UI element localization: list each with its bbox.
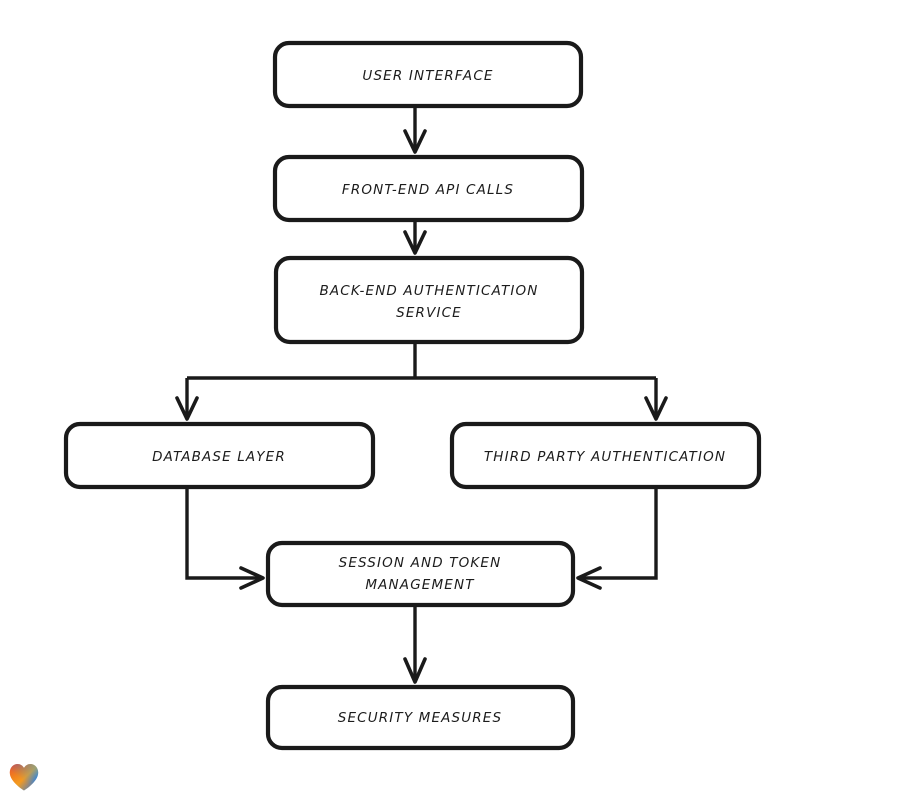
node-layer: USER INTERFACE FRONT-END API CALLS BACK-…	[63, 40, 762, 751]
heart-icon	[8, 762, 42, 794]
node-front-end-api-calls-shape[interactable]	[272, 154, 585, 223]
node-session-and-token-management[interactable]: SESSION AND TOKEN MANAGEMENT	[265, 540, 576, 608]
node-front-end-api-calls[interactable]: FRONT-END API CALLS	[272, 154, 585, 223]
edge-ui-to-api	[403, 106, 427, 154]
node-session-and-token-management-label-line1: SESSION AND TOKEN	[339, 555, 502, 571]
node-database-layer-shape[interactable]	[63, 421, 376, 490]
node-third-party-authentication[interactable]: THIRD PARTY AUTHENTICATION	[449, 421, 762, 490]
edge-thirdparty-to-session	[576, 487, 658, 590]
node-session-and-token-management-shape[interactable]	[265, 540, 576, 608]
edge-api-to-backend	[403, 220, 427, 255]
edge-backend-to-database	[175, 378, 199, 421]
node-database-layer-label: DATABASE LAYER	[152, 449, 286, 465]
node-back-end-authentication-service-shape[interactable]	[273, 255, 585, 345]
node-user-interface-label: USER INTERFACE	[362, 68, 493, 84]
node-back-end-authentication-service-label-line1: BACK-END AUTHENTICATION	[319, 283, 538, 299]
edge-backend-fork-stub	[187, 342, 656, 380]
node-back-end-authentication-service[interactable]: BACK-END AUTHENTICATION SERVICE	[273, 255, 585, 345]
heart-icon-glyph	[9, 764, 39, 791]
edge-database-to-session	[185, 487, 265, 590]
node-security-measures-shape[interactable]	[265, 684, 576, 751]
edge-backend-to-thirdparty	[644, 378, 668, 421]
node-user-interface[interactable]: USER INTERFACE	[272, 40, 584, 109]
connector-layer	[175, 106, 668, 684]
edge-session-to-security	[403, 605, 427, 684]
node-back-end-authentication-service-label-line2: SERVICE	[396, 305, 462, 321]
node-session-and-token-management-label-line2: MANAGEMENT	[365, 577, 475, 593]
node-security-measures[interactable]: SECURITY MEASURES	[265, 684, 576, 751]
node-third-party-authentication-shape[interactable]	[449, 421, 762, 490]
node-user-interface-shape[interactable]	[272, 40, 584, 109]
node-security-measures-label: SECURITY MEASURES	[338, 710, 502, 726]
node-third-party-authentication-label: THIRD PARTY AUTHENTICATION	[484, 449, 726, 465]
node-database-layer[interactable]: DATABASE LAYER	[63, 421, 376, 490]
node-front-end-api-calls-label: FRONT-END API CALLS	[342, 182, 514, 198]
